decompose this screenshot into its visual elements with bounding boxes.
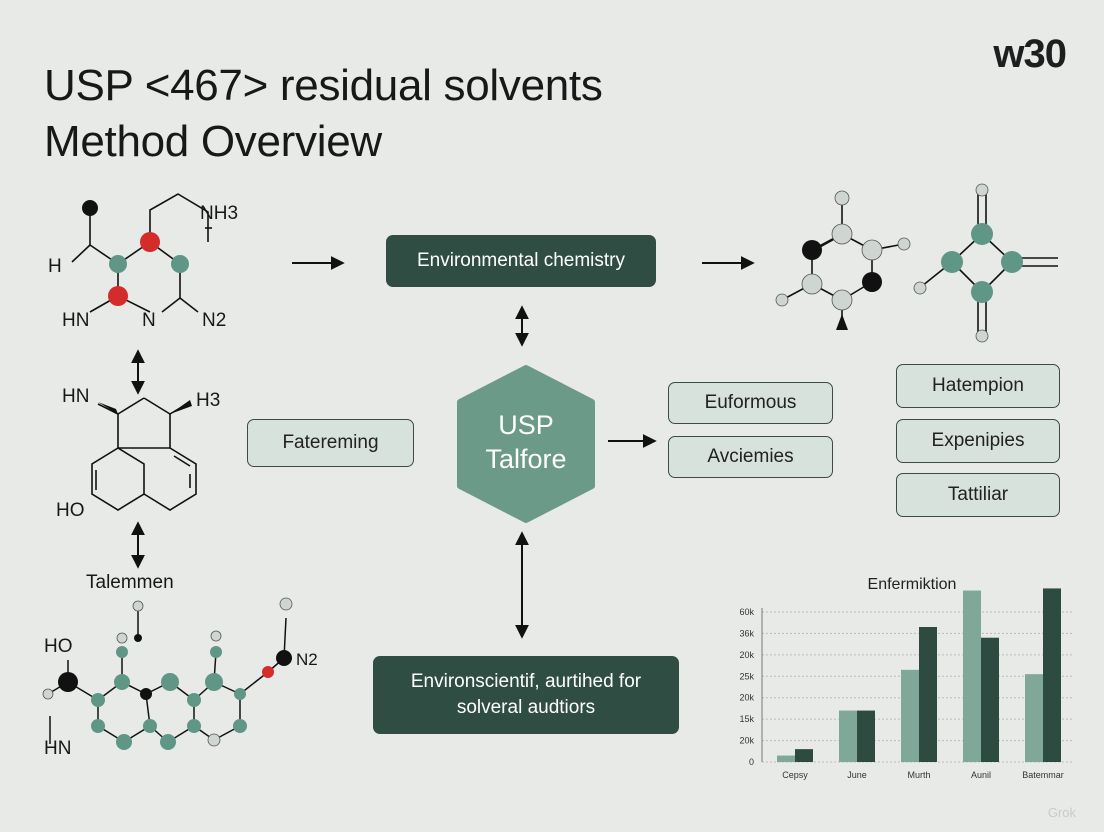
label-m3-ho: HO <box>44 636 73 657</box>
watermark: Grok <box>1047 805 1076 820</box>
y-tick-label: 36k <box>739 628 754 638</box>
box-environscientif: Environscientif, aurtihed for solveral a… <box>373 656 679 734</box>
molecule-2 <box>91 397 197 511</box>
bar <box>839 710 857 762</box>
box-environscientif-line-2: solveral audtiors <box>456 697 596 718</box>
box-fatereming: Fatereming <box>247 419 414 467</box>
bar <box>1025 674 1043 762</box>
y-tick-label: 20k <box>739 650 754 660</box>
hub-label-line-1: USP <box>498 410 554 440</box>
bar <box>981 637 999 762</box>
title-line-1: USP <467> residual solvents <box>44 61 603 110</box>
box-euformous: Euformous <box>668 382 833 424</box>
brand-logo: w30 <box>993 32 1067 76</box>
x-tick-label: Batemmar <box>1022 770 1064 780</box>
molecule-4-atoms <box>775 190 911 330</box>
x-tick-label: June <box>847 770 867 780</box>
bar <box>901 669 919 762</box>
y-tick-label: 20k <box>739 736 754 746</box>
molecule-3-atoms <box>42 597 293 750</box>
x-tick-label: Murth <box>907 770 930 780</box>
label-m2-h3: H3 <box>196 390 221 411</box>
y-tick-label: 0 <box>749 757 754 767</box>
label-m1-h: H <box>48 256 62 277</box>
label-m3-hn: HN <box>44 738 72 759</box>
molecule-caption: Talemmen <box>86 572 174 593</box>
label-m1-n2: N2 <box>202 310 227 331</box>
box-environscientif-line-1: Environscientif, aurtihed for <box>410 671 642 692</box>
box-expenipies: Expenipies <box>896 419 1060 463</box>
bar <box>777 755 795 762</box>
box-environmental-chemistry: Environmental chemistry <box>386 235 656 287</box>
y-tick-label: 60k <box>739 607 754 617</box>
bar <box>963 590 981 762</box>
label-m2-hn: HN <box>62 386 90 407</box>
bar <box>795 749 813 762</box>
title-line-2: Method Overview <box>44 117 382 166</box>
molecule-1-atoms <box>82 200 189 306</box>
box-tattiliar: Tattiliar <box>896 473 1060 517</box>
label-m2-ho: HO <box>56 500 85 521</box>
box-hatempion: Hatempion <box>896 364 1060 408</box>
y-tick-label: 20k <box>739 693 754 703</box>
x-tick-label: Cepsy <box>782 770 808 780</box>
y-tick-label: 15k <box>739 714 754 724</box>
label-m1-nh3: NH3 <box>200 203 239 224</box>
y-tick-label: 25k <box>739 671 754 681</box>
bar <box>857 710 875 762</box>
label-m1-hn: HN <box>62 310 90 331</box>
page-title: USP <467> residual solvents Method Overv… <box>44 58 603 170</box>
hub-label-line-2: Talfore <box>485 444 567 474</box>
bar <box>1043 588 1061 762</box>
label-m3-n2: N2 <box>296 650 318 669</box>
molecule-2-wedges <box>98 400 192 414</box>
chart-title: Enfermiktion <box>867 576 957 593</box>
hub-hexagon <box>457 365 595 523</box>
molecule-5-atoms <box>913 183 1023 343</box>
x-tick-label: Aunil <box>971 770 991 780</box>
label-m1-n: N <box>142 310 156 331</box>
bar <box>919 627 937 762</box>
hub-label: USP Talfore <box>456 408 596 476</box>
box-avciemies: Avciemies <box>668 436 833 478</box>
